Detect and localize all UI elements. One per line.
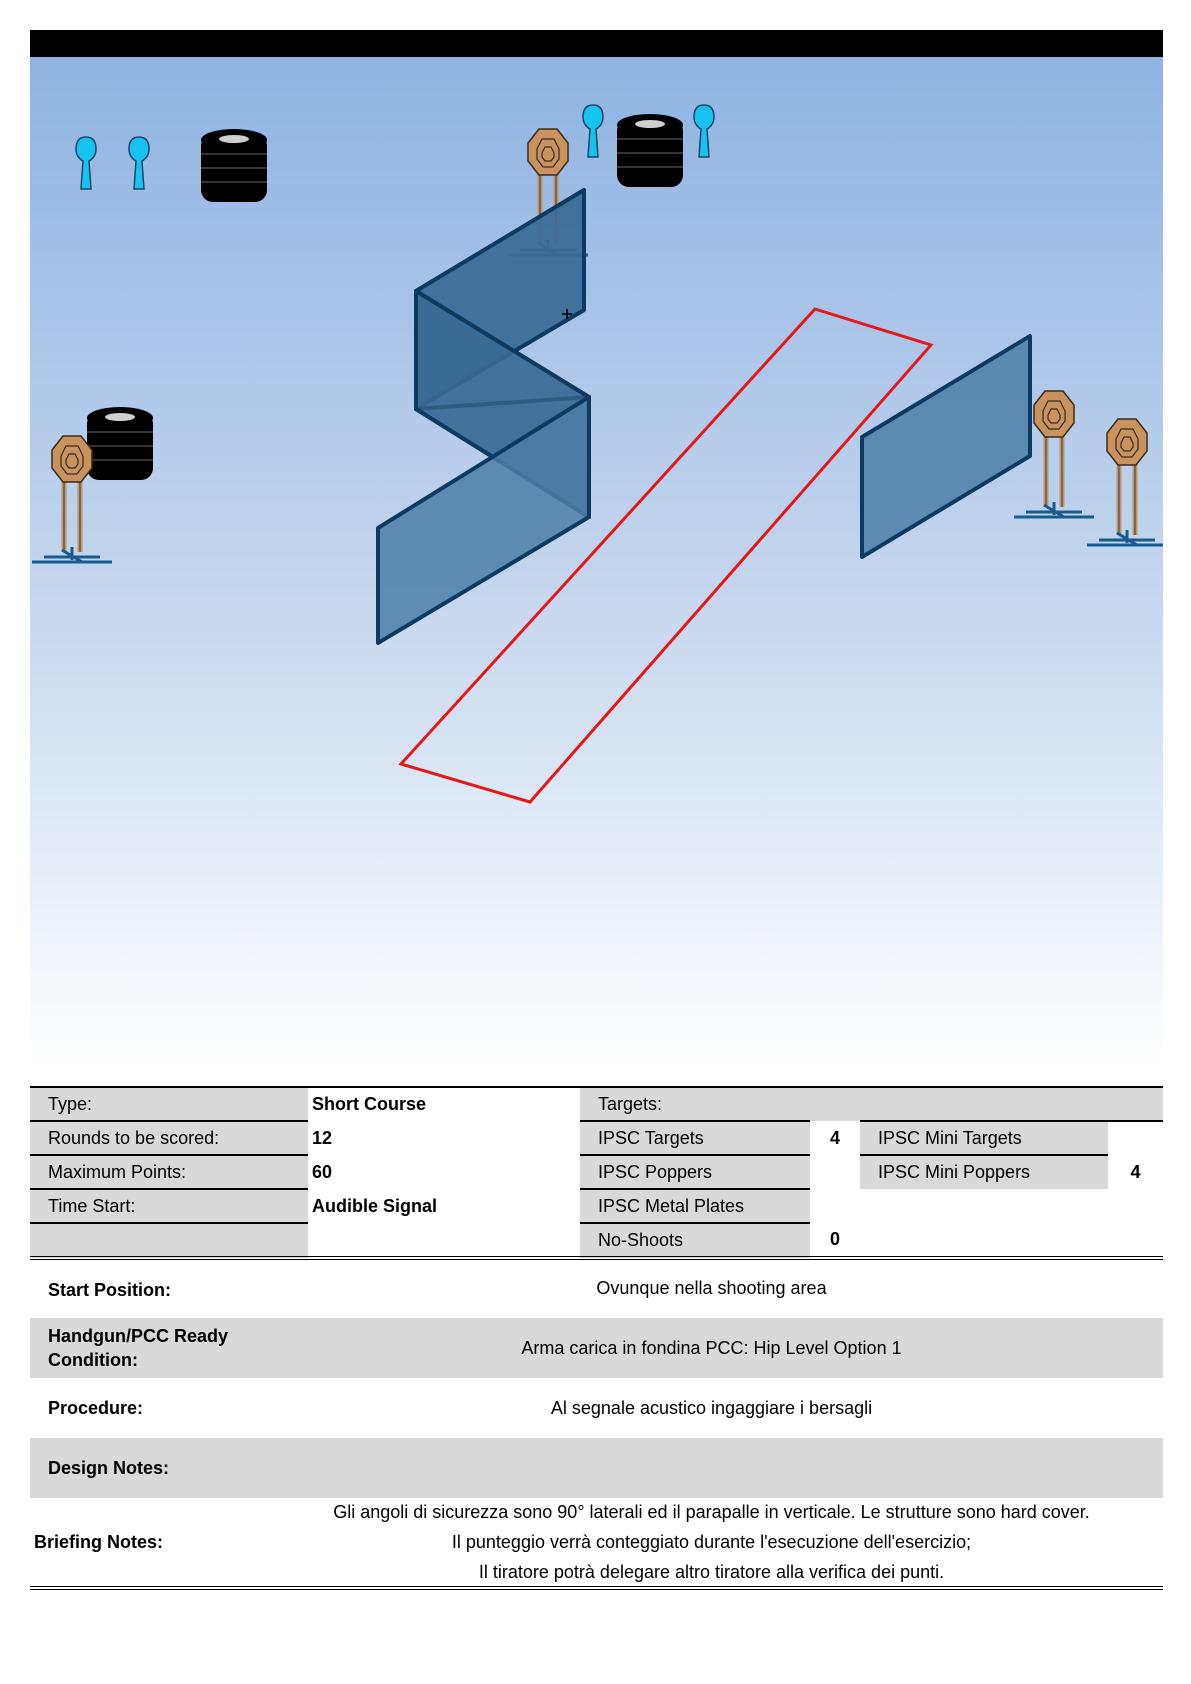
start-position-label: Start Position: [48,1279,172,1300]
crosshair-icon [562,309,572,319]
briefing-notes-label: Briefing Notes: [34,1531,164,1552]
no-shoots-label: No-Shoots [580,1223,810,1260]
rounds-value: 12 [312,1127,333,1148]
design-notes-label: Design Notes: [48,1458,170,1478]
ipsc-targets-value: 4 [829,1127,840,1148]
points-label: Maximum Points: [30,1155,308,1190]
ipsc-metal-label: IPSC Metal Plates [580,1189,810,1224]
briefing-line-2: Il punteggio verrà conteggiato durante l… [451,1532,972,1552]
design-notes-row: Design Notes: [30,1438,1163,1498]
ready-condition-value: Arma carica in fondina PCC: Hip Level Op… [521,1338,902,1358]
briefing-line-3: Il tiratore potrà delegare altro tirator… [478,1562,945,1582]
type-label: Type: [30,1086,308,1122]
header-bar [30,30,1163,57]
start-position-row: Start Position: Ovunque nella shooting a… [30,1261,1163,1318]
start-position-value: Ovunque nella shooting area [596,1277,827,1298]
barrel-icon [200,128,268,203]
ipsc-poppers-label: IPSC Poppers [580,1155,810,1190]
stage-info-table: Type: Short Course Targets: Rounds to be… [30,1086,1164,1260]
fault-line-box [398,307,934,804]
briefing-line-1: Gli angoli di sicurezza sono 90° lateral… [333,1502,1090,1522]
briefing-notes-row: Briefing Notes: Gli angoli di sicurezza … [30,1498,1163,1590]
barrel-icon [616,113,684,188]
type-value: Short Course [308,1086,580,1121]
wall-panel [376,188,1032,645]
ready-condition-label: Handgun/PCC Ready Condition: [48,1326,229,1370]
procedure-row: Procedure: Al segnale acustico ingaggiar… [30,1378,1163,1438]
barrel-icon [86,406,154,481]
rounds-label: Rounds to be scored: [30,1121,308,1156]
time-start-value: Audible Signal [312,1195,438,1216]
points-value: 60 [312,1161,333,1182]
procedure-label: Procedure: [48,1398,144,1418]
ipsc-targets-label: IPSC Targets [580,1120,810,1156]
stage-details: Start Position: Ovunque nella shooting a… [30,1261,1163,1590]
briefing-notes-value: Gli angoli di sicurezza sono 90° lateral… [300,1497,1163,1587]
stage-diagram [30,57,1163,1067]
mini-targets-label: IPSC Mini Targets [860,1120,1108,1156]
time-start-label: Time Start: [30,1189,308,1224]
targets-label: Targets: [580,1086,1164,1121]
mini-poppers-label: IPSC Mini Poppers [860,1155,1108,1189]
ready-condition-row: Handgun/PCC Ready Condition: Arma carica… [30,1318,1163,1378]
procedure-value: Al segnale acustico ingaggiare i bersagl… [550,1398,873,1418]
no-shoots-value: 0 [810,1223,860,1260]
sky-background [30,57,1163,1067]
mini-poppers-value: 4 [1130,1161,1141,1182]
